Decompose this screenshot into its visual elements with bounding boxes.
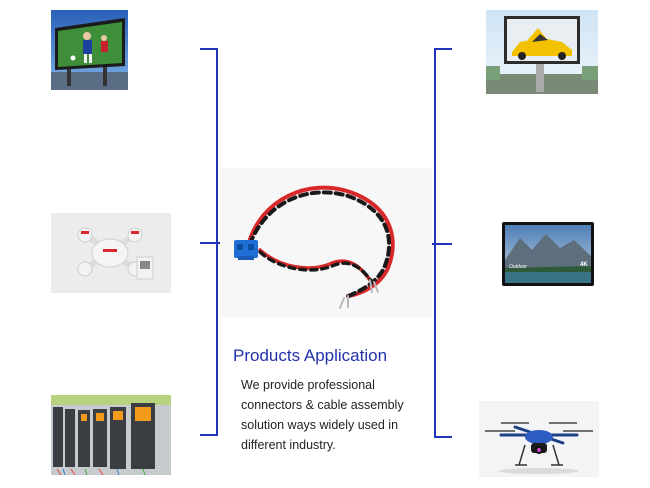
outdoor-billboard-image — [486, 10, 598, 94]
drone-image — [51, 213, 171, 293]
left-bracket-tick — [200, 242, 220, 244]
cable-assembly-panel — [220, 168, 432, 318]
cable-assembly-image — [234, 185, 395, 309]
right-bracket-tick — [432, 243, 452, 245]
description-line: We provide professional — [241, 378, 375, 392]
stadium-billboard-image — [51, 10, 128, 90]
description-line: different industry. — [241, 438, 336, 452]
section-title: Products Application — [233, 346, 388, 365]
description-line: connectors & cable assembly — [241, 398, 404, 412]
section-description: We provide professional connectors & cab… — [241, 375, 404, 455]
outdoor-tv-image — [498, 216, 596, 288]
quadcopter-image — [479, 401, 599, 477]
tv-brand-label: Outdoor — [509, 264, 528, 270]
description-line: solution ways widely used in — [241, 418, 399, 432]
tv-resolution-label: 4K — [580, 262, 588, 268]
control-cabinet-image — [51, 395, 171, 475]
